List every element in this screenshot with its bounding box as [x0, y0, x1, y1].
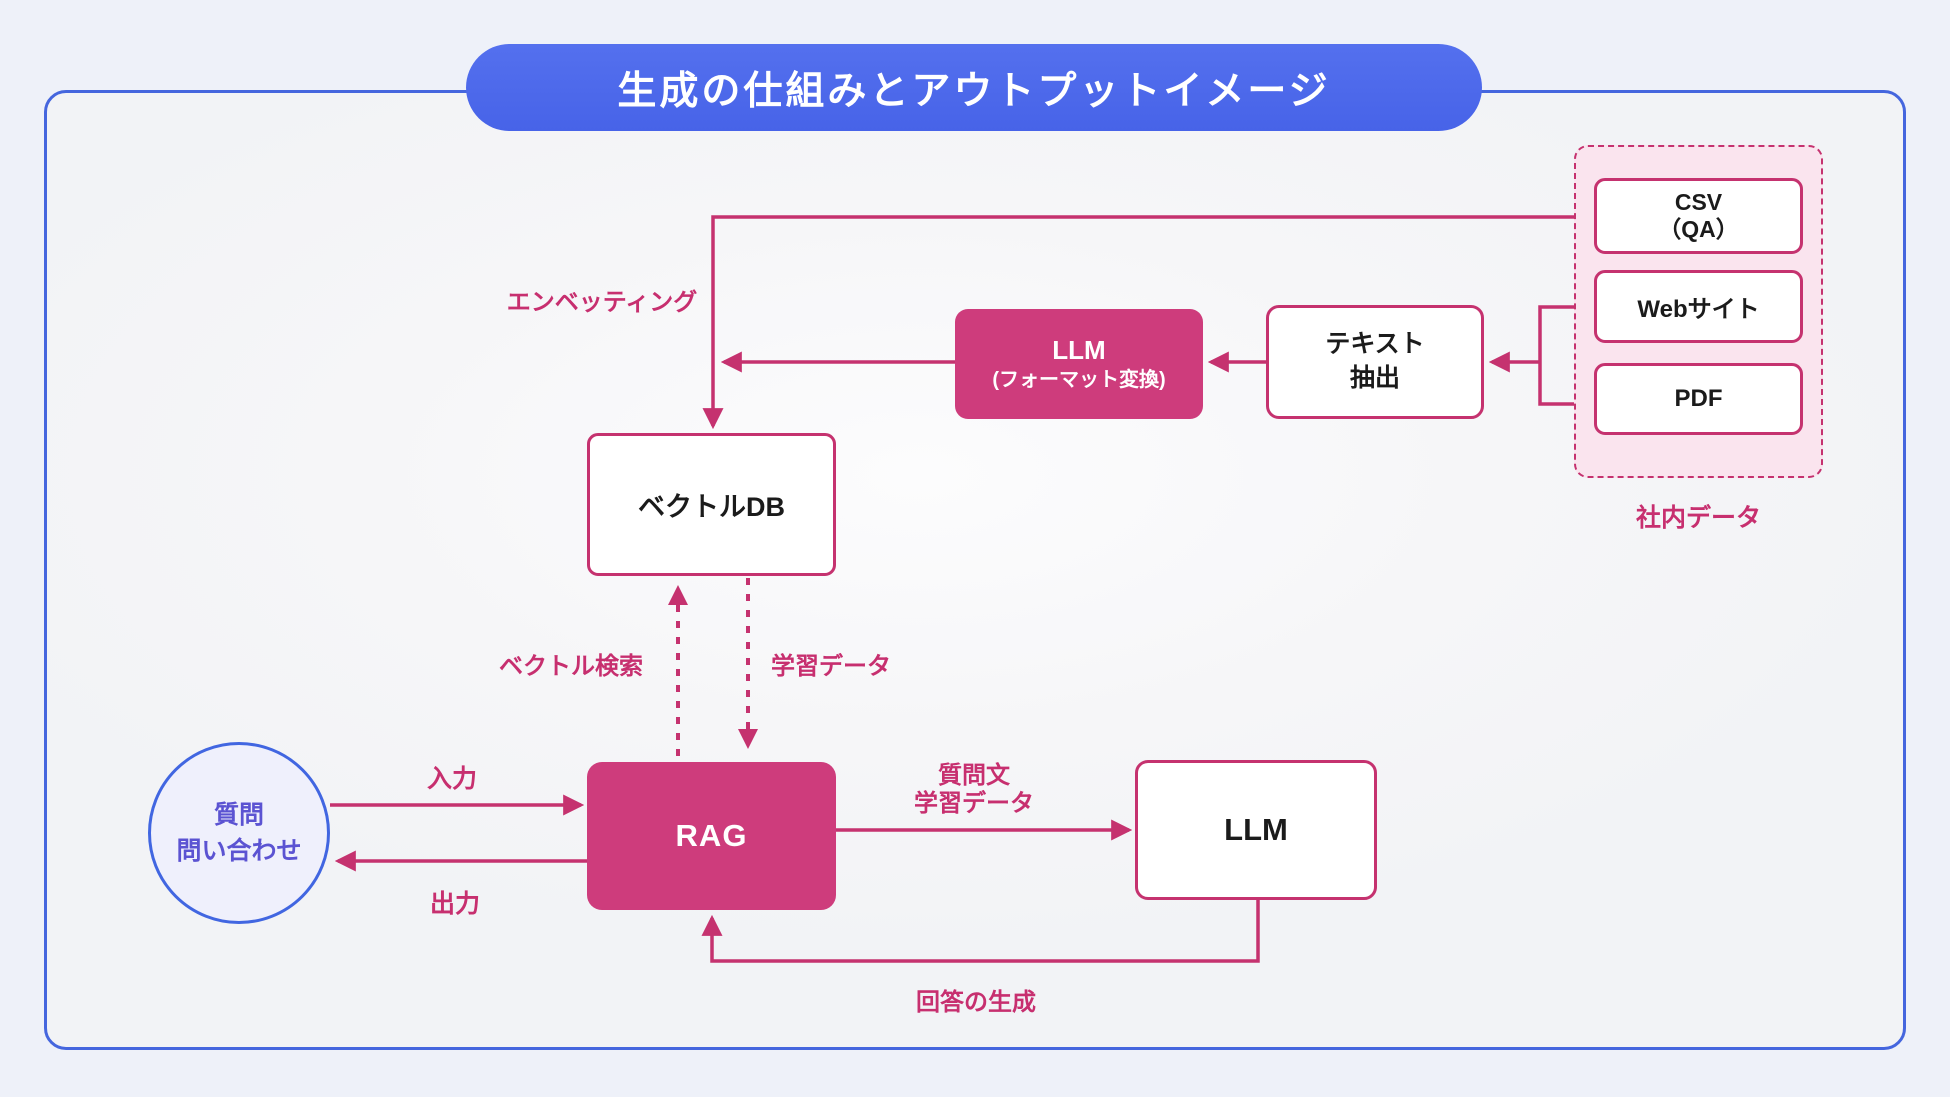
edge-label-training-data: 学習データ	[771, 653, 891, 680]
edge-label-output: 出力	[429, 890, 480, 918]
edge-label-input: 入力	[426, 765, 477, 793]
node-vector-db-label: ベクトルDB	[638, 492, 785, 522]
node-website: Webサイト	[1594, 270, 1803, 343]
edge-label-vector-search: ベクトル検索	[499, 653, 643, 680]
node-user-question: 質問 問い合わせ	[148, 742, 330, 924]
edge-label-question-line2: 学習データ	[914, 790, 1034, 817]
edge-label-question-line1: 質問文	[938, 762, 1010, 789]
node-text-extract-line1: テキスト	[1325, 330, 1425, 359]
edge-label-embedding: エンベッティング	[506, 289, 698, 316]
node-csv-label-line2: （QA）	[1658, 216, 1739, 242]
node-text-extract: テキスト 抽出	[1266, 305, 1484, 419]
node-text-extract-line2: 抽出	[1349, 364, 1400, 392]
node-user-line1: 質問	[213, 800, 264, 829]
edge-label-question-training: 質問文 学習データ	[854, 762, 1094, 818]
diagram-title: 生成の仕組みとアウトプットイメージ	[617, 69, 1331, 113]
node-llm-format-convert: LLM (フォーマット変換)	[955, 309, 1203, 419]
node-llm-label: LLM	[1224, 812, 1288, 847]
internal-data-group-label: 社内データ	[1635, 504, 1761, 532]
node-csv: CSV （QA）	[1594, 178, 1803, 254]
edge-label-answer-generation: 回答の生成	[916, 989, 1036, 1016]
node-pdf: PDF	[1594, 363, 1803, 435]
node-user-line2: 問い合わせ	[176, 837, 302, 865]
node-website-label: Webサイト	[1637, 296, 1760, 323]
node-csv-label-line1: CSV	[1674, 188, 1723, 215]
node-rag: RAG	[587, 762, 836, 910]
node-llm: LLM	[1135, 760, 1377, 900]
node-llm-format-line2: (フォーマット変換)	[992, 368, 1166, 391]
node-llm-format-line1: LLM	[1052, 335, 1106, 366]
node-rag-label: RAG	[675, 818, 748, 853]
diagram-title-pill: 生成の仕組みとアウトプットイメージ	[466, 44, 1482, 131]
node-vector-db: ベクトルDB	[587, 433, 836, 576]
node-pdf-label: PDF	[1674, 385, 1723, 412]
